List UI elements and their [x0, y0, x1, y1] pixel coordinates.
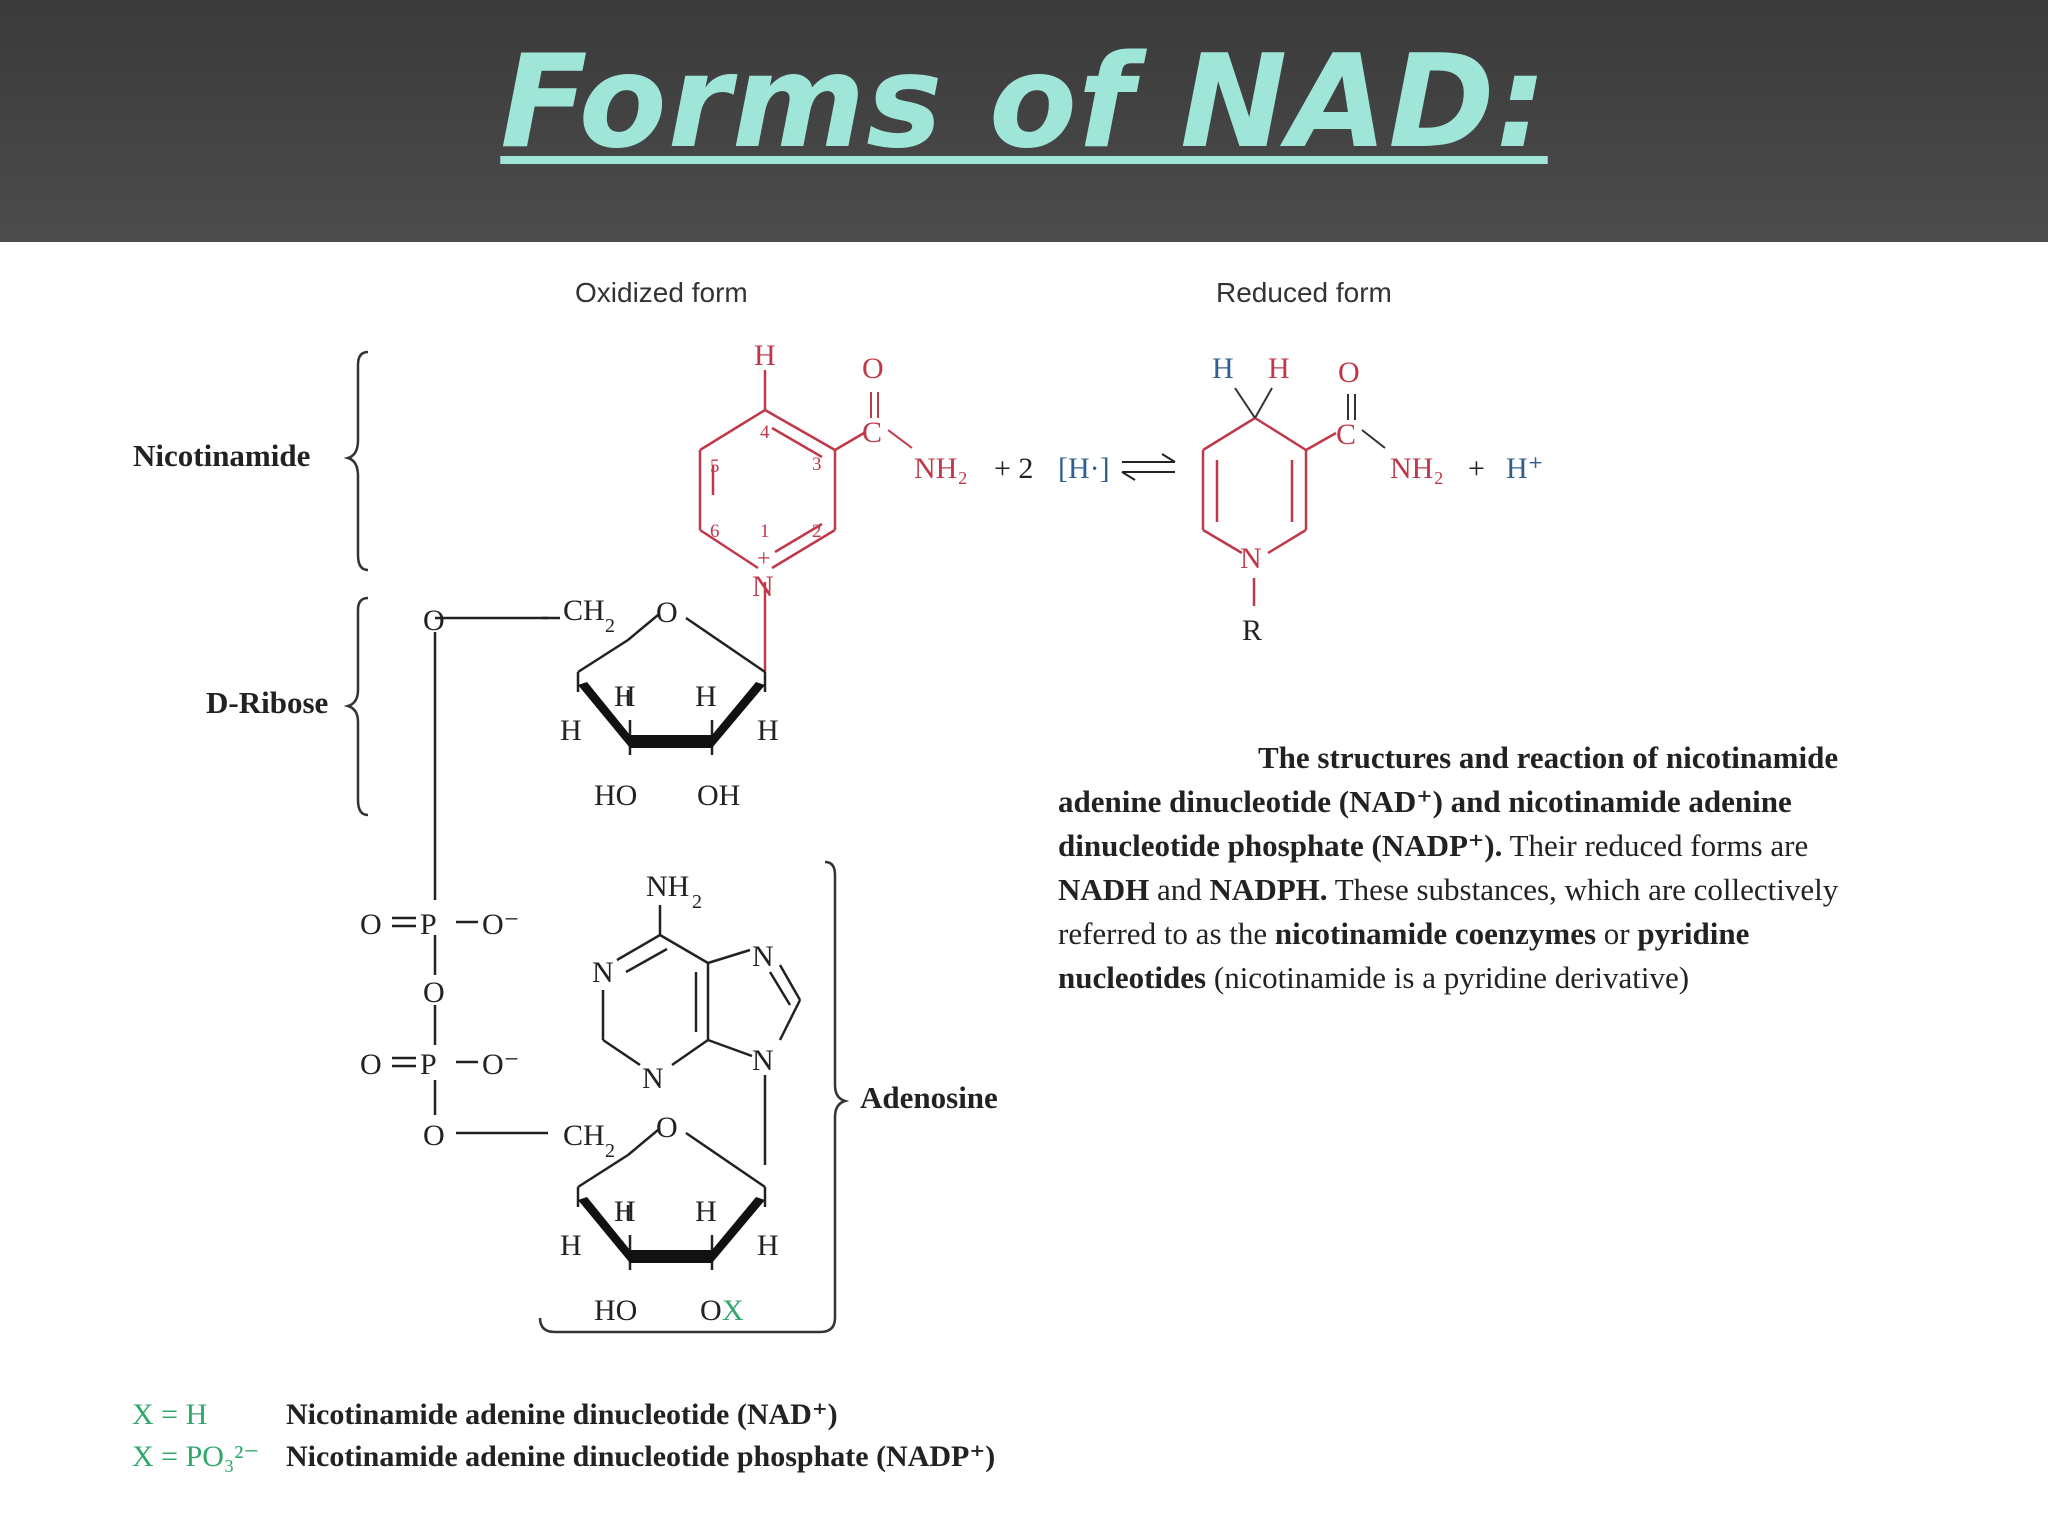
adenosine-label: Adenosine	[860, 1080, 998, 1115]
legend-nad: Nicotinamide adenine dinucleotide (NAD⁺)	[286, 1398, 838, 1431]
svg-text:H: H	[757, 1229, 779, 1262]
svg-text:H: H	[560, 1229, 582, 1262]
svg-text:H: H	[614, 1195, 636, 1228]
svg-text:H: H	[695, 680, 717, 713]
carbonyl-c-label: C	[862, 416, 882, 449]
svg-text:O⁻: O⁻	[482, 1048, 520, 1081]
svg-text:O: O	[423, 604, 445, 637]
svg-text:2: 2	[692, 891, 702, 913]
nicotinamide-ring	[698, 370, 865, 672]
adenine-rings	[601, 905, 802, 1165]
svg-text:1: 1	[760, 521, 770, 542]
svg-text:2: 2	[812, 521, 822, 542]
svg-text:P: P	[420, 908, 437, 941]
ribose-brace	[343, 596, 369, 817]
ring-n-charge: +	[757, 546, 771, 572]
phosphate-backbone	[392, 632, 548, 1135]
svg-text:HO: HO	[594, 779, 637, 812]
reduced-ring	[1201, 416, 1337, 606]
svg-text:2: 2	[605, 615, 615, 637]
svg-text:2: 2	[605, 1140, 615, 1162]
svg-text:O: O	[360, 908, 382, 941]
figure-caption: The structures and reaction of nicotinam…	[1058, 740, 1839, 995]
svg-text:H: H	[695, 1195, 717, 1228]
svg-text:O⁻: O⁻	[482, 908, 520, 941]
svg-text:N: N	[752, 1044, 774, 1077]
ring-n-label: N	[752, 570, 774, 603]
legend-x-h: X = H	[132, 1398, 207, 1431]
svg-text:O: O	[656, 1111, 678, 1144]
ring-h-label: H	[754, 339, 776, 372]
svg-text:R: R	[1242, 614, 1262, 647]
svg-text:5: 5	[710, 456, 720, 477]
svg-text:O: O	[700, 1294, 722, 1327]
svg-text:3: 3	[812, 454, 822, 475]
h-radical-text: [H·]	[1058, 452, 1110, 485]
svg-text:CH: CH	[563, 594, 605, 627]
svg-text:N: N	[642, 1062, 664, 1095]
title-bar	[0, 0, 2048, 242]
legend-x-po3: X = PO₃²⁻	[132, 1440, 259, 1473]
equilibrium-arrows	[1121, 453, 1176, 481]
reduced-h-blue: H	[1212, 352, 1234, 385]
svg-text:CH: CH	[563, 1119, 605, 1152]
oxidized-form-label: Oxidized form	[575, 277, 748, 308]
svg-text:OH: OH	[697, 779, 740, 812]
x-substituent: X	[722, 1294, 744, 1327]
upper-ribose-wedge	[578, 682, 765, 748]
reduced-h-red: H	[1268, 352, 1290, 385]
upper-ribose-ring	[435, 614, 767, 755]
svg-text:6: 6	[710, 521, 720, 542]
svg-text:H: H	[560, 714, 582, 747]
slide-title: Forms of NAD:	[500, 28, 1548, 177]
nicotinamide-label: Nicotinamide	[133, 438, 310, 473]
reduced-form-label: Reduced form	[1216, 277, 1392, 308]
svg-text:O: O	[423, 1119, 445, 1152]
svg-text:P: P	[420, 1048, 437, 1081]
adenosine-brace	[538, 860, 850, 1334]
carbonyl-o-label: O	[862, 352, 884, 385]
svg-text:N: N	[1240, 542, 1262, 575]
plus-2h-text: + 2	[994, 452, 1033, 485]
svg-text:NH: NH	[646, 870, 689, 903]
svg-text:O: O	[1338, 356, 1360, 389]
svg-text:HO: HO	[594, 1294, 637, 1327]
legend-nadp: Nicotinamide adenine dinucleotide phosph…	[286, 1440, 995, 1473]
svg-text:O: O	[423, 976, 445, 1009]
svg-text:O: O	[360, 1048, 382, 1081]
ribose-label: D-Ribose	[206, 685, 328, 720]
svg-text:C: C	[1336, 418, 1356, 451]
svg-text:N: N	[752, 940, 774, 973]
svg-text:H: H	[614, 680, 636, 713]
lower-ribose-ring	[576, 1129, 767, 1270]
lower-ribose-wedge	[578, 1197, 765, 1263]
svg-text:N: N	[592, 956, 614, 989]
svg-text:H: H	[757, 714, 779, 747]
plus-h-text: +	[1468, 452, 1485, 485]
amide-nh2-label: NH₂	[914, 452, 968, 485]
svg-text:O: O	[656, 596, 678, 629]
proton-text: H⁺	[1506, 452, 1544, 485]
svg-text:NH₂: NH₂	[1390, 452, 1444, 485]
svg-text:4: 4	[760, 422, 770, 443]
nicotinamide-brace	[343, 350, 369, 572]
